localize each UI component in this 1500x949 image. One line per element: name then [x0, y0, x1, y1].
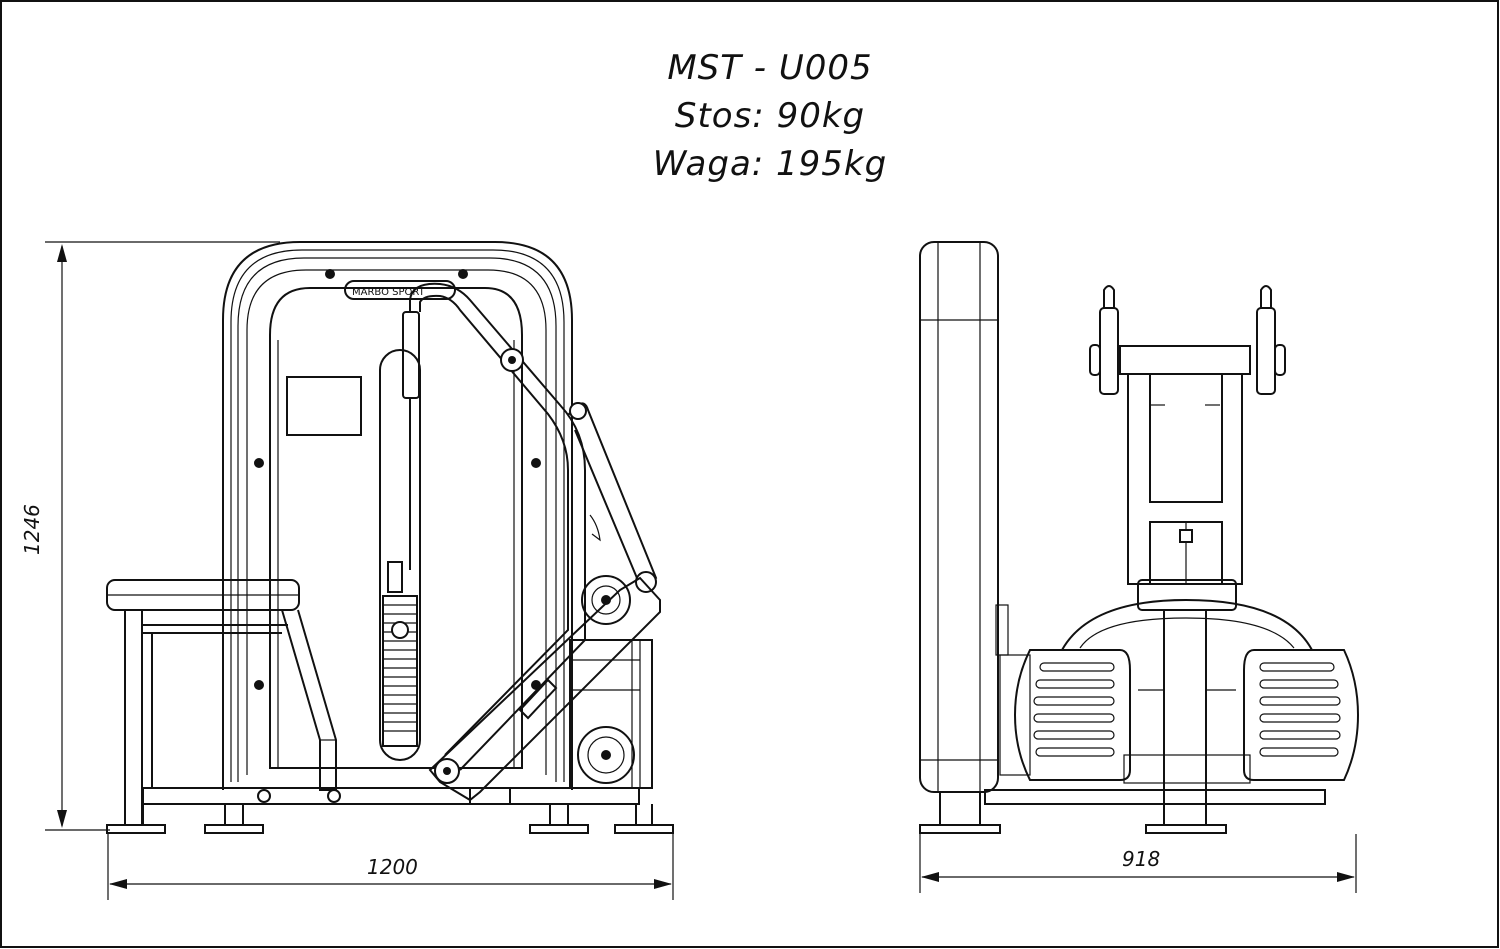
side-base-rail	[984, 789, 1326, 805]
handle-left	[1099, 307, 1119, 395]
weight-stack-guide	[379, 349, 421, 761]
foot-pad-right	[1243, 649, 1360, 781]
logo-plate	[344, 280, 456, 300]
weight-plates	[382, 595, 418, 747]
height-dimension: 1246	[20, 504, 44, 555]
lever-arm	[409, 282, 586, 771]
base-rail	[142, 787, 640, 805]
pulley-bottom	[577, 726, 635, 784]
seat-post	[1163, 609, 1207, 826]
cable-handle	[402, 311, 420, 399]
logo-text: MARBO SPORT	[352, 287, 426, 298]
side-view	[919, 241, 1360, 893]
title-block: MST - U005 Stos: 90kg Waga: 195kg	[560, 44, 980, 188]
stack-label: Stos: 90kg	[674, 96, 866, 136]
info-window	[286, 376, 362, 436]
front-view: MARBO SPORT	[45, 241, 674, 900]
pulley-top	[581, 575, 631, 625]
front-frame-inner	[269, 287, 523, 769]
handle-crossbar	[1119, 345, 1251, 375]
rear-strut	[567, 402, 658, 592]
weight-label: Waga: 195kg	[652, 144, 888, 184]
seat-leg-left	[124, 609, 143, 826]
side-width-dimension: 918	[1122, 847, 1161, 871]
handle-right	[1256, 307, 1276, 395]
foot-pad-left	[1013, 649, 1131, 781]
seat-leg-right	[281, 609, 337, 791]
center-column	[1127, 373, 1243, 585]
side-frame-column	[919, 241, 999, 793]
model-label: MST - U005	[667, 48, 873, 88]
front-width-dimension: 1200	[367, 855, 418, 879]
front-frame-outer	[222, 241, 573, 790]
